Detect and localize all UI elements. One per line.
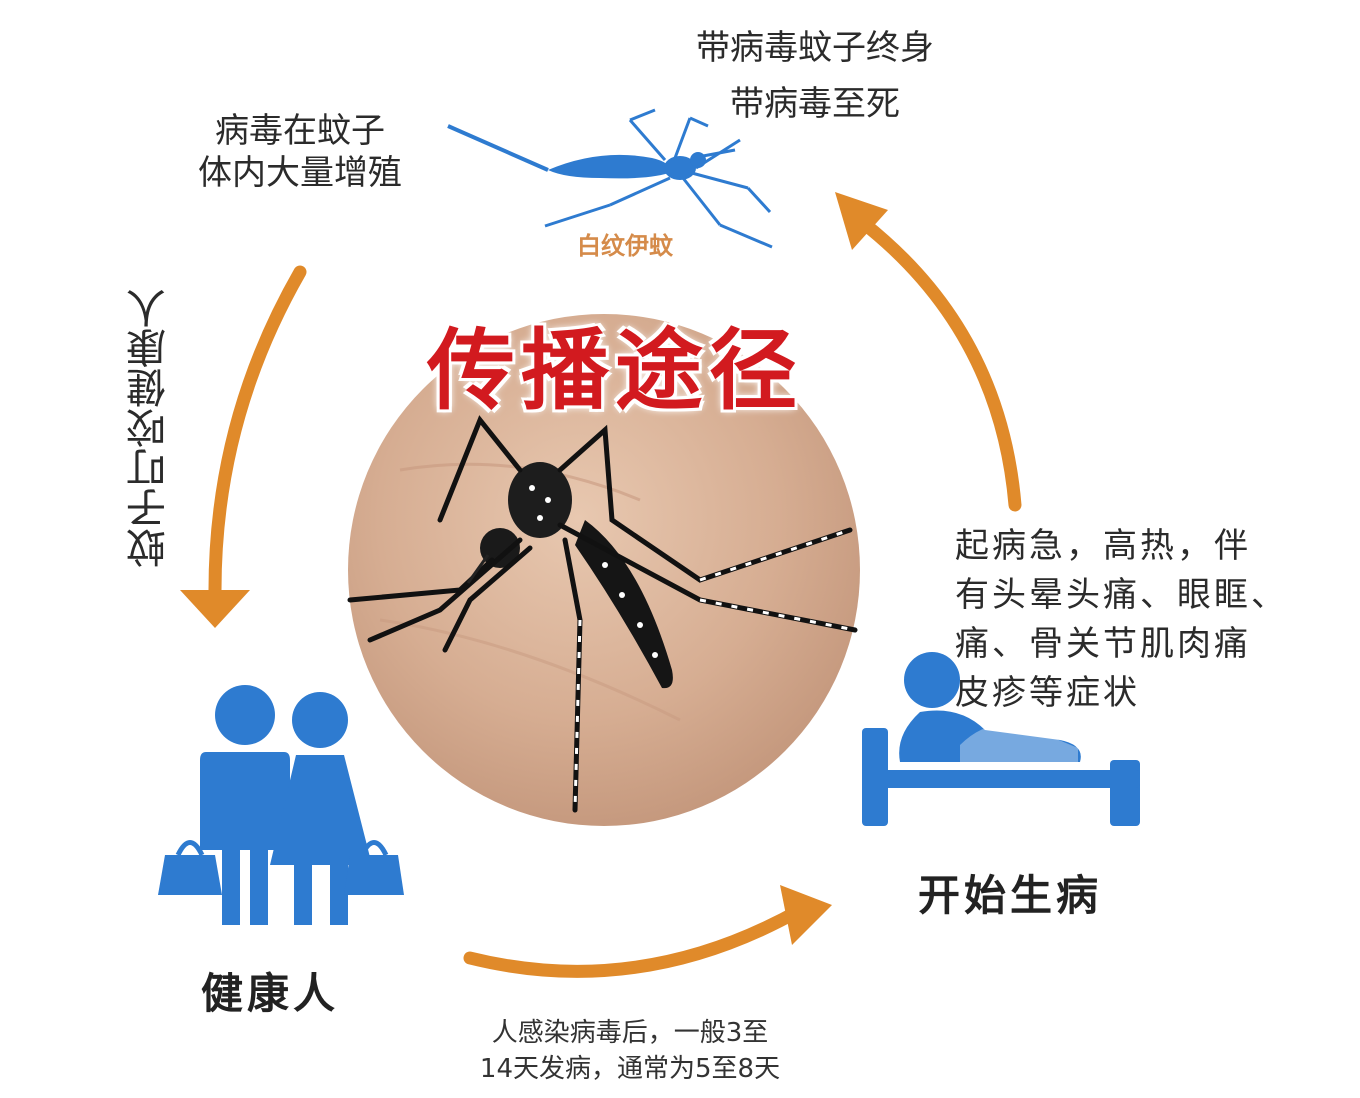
label-species: 白纹伊蚊 — [577, 232, 673, 260]
label-healthy-person: 健康人 — [200, 969, 339, 1018]
label-bite-healthy-text: 蚊子叮咬健康人 — [127, 288, 173, 568]
mosquito-outline-icon — [447, 108, 773, 249]
label-mosquito-lifetime: 带病毒蚊子终身 带病毒至死 — [650, 20, 980, 132]
label-symptoms: 起病急，高热，伴 有头晕头痛、眼眶、 痛、骨关节肌肉痛 皮疹等症状 — [955, 526, 1288, 713]
main-title: 传播途径 — [426, 319, 803, 422]
arrow-healthy-to-sick — [463, 885, 832, 978]
label-incubation: 人感染病毒后，一般3至 14天发病，通常为5至8天 — [479, 1018, 781, 1084]
label-mosquito-lifetime-line2: 带病毒至死 — [730, 84, 900, 124]
mosquito-photo — [347, 314, 860, 826]
sick-in-bed-icon — [862, 652, 1140, 826]
arrow-sick-to-mosquito — [835, 192, 1022, 512]
label-start-sick: 开始生病 — [917, 871, 1102, 920]
healthy-couple-icon — [158, 685, 404, 925]
arrow-bite-to-healthy — [180, 265, 307, 628]
label-mosquito-growth: 病毒在蚊子 体内大量增殖 — [198, 111, 402, 193]
label-bite-healthy: 蚊子叮咬健康人 — [100, 258, 200, 598]
label-mosquito-lifetime-line1: 带病毒蚊子终身 — [696, 28, 934, 68]
